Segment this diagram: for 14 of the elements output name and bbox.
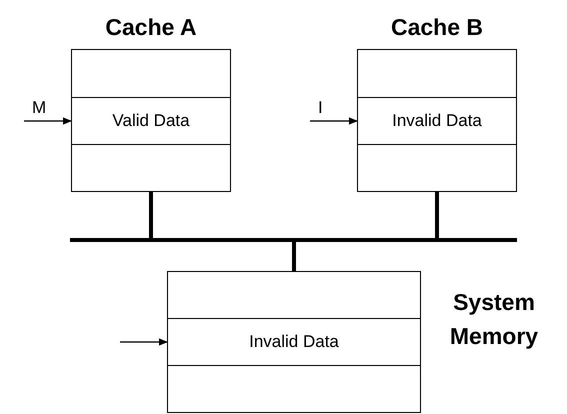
edge-label: I xyxy=(318,99,323,117)
arrow xyxy=(24,117,72,125)
data-row: Invalid Data xyxy=(358,97,516,145)
edge-label: M xyxy=(32,99,46,117)
block-title: Cache B xyxy=(390,13,484,42)
arrow xyxy=(120,338,168,346)
bus-connector xyxy=(435,192,439,238)
arrow xyxy=(310,117,358,125)
block-title: System Memory xyxy=(448,288,540,351)
data-row: Valid Data xyxy=(72,97,230,145)
data-row: Invalid Data xyxy=(168,318,420,366)
block-title: Cache A xyxy=(104,13,198,42)
bus-connector xyxy=(292,242,296,271)
bus-connector xyxy=(149,192,153,238)
